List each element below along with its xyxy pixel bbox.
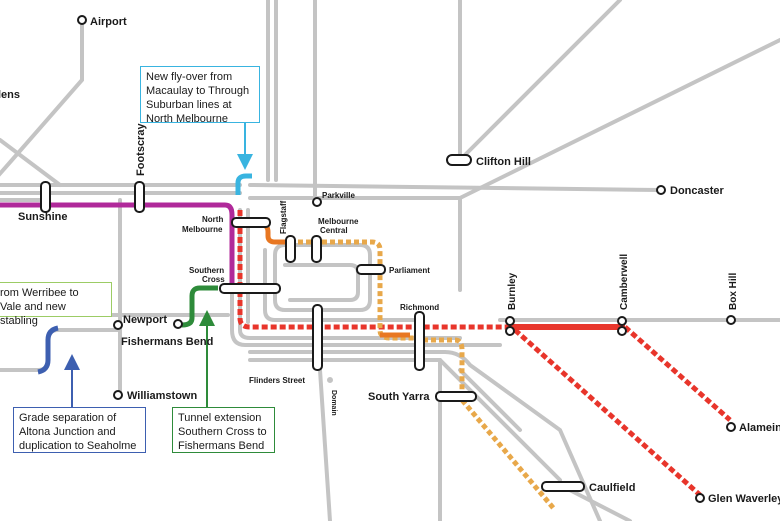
box-hill-label: Box Hill bbox=[728, 273, 739, 310]
caulfield-label: Caulfield bbox=[589, 482, 635, 494]
flyover-note: New fly-over from Macaulay to Through Su… bbox=[140, 66, 260, 125]
newport-stop bbox=[113, 320, 123, 330]
williamstown-label: Williamstown bbox=[127, 390, 197, 402]
flagstaff-label: Flagstaff bbox=[279, 200, 288, 234]
werribee-note-line-2: Vale and new stabling bbox=[0, 301, 66, 327]
southern-cross-label-1: Southern bbox=[189, 266, 224, 275]
werribee-note-line-1: rom Werribee to bbox=[0, 287, 79, 299]
altona-grade-separation bbox=[37, 325, 59, 375]
burnley-stop-a bbox=[505, 316, 515, 326]
flinders-street-station-bar bbox=[312, 304, 323, 371]
flyover-note-line-3: Suburban lines at bbox=[146, 99, 232, 111]
alamein-stop bbox=[726, 422, 736, 432]
glen-waverley-stop bbox=[695, 493, 705, 503]
parliament-station-bar bbox=[356, 264, 386, 275]
parkville-stop bbox=[312, 197, 322, 207]
footscray-station-bar bbox=[134, 181, 145, 213]
melbourne-central-label-2: Central bbox=[320, 226, 348, 235]
tunnel-extension-line bbox=[181, 285, 218, 328]
north-melbourne-station-bar bbox=[231, 217, 271, 228]
flyover-note-line-4: North Melbourne bbox=[146, 113, 228, 125]
parliament-label: Parliament bbox=[389, 266, 430, 275]
melbourne-central-station-bar bbox=[311, 235, 322, 263]
werribee-note: rom Werribee to Vale and new stabling bbox=[0, 282, 112, 327]
doncaster-stop bbox=[656, 185, 666, 195]
fishermans-bend-label: Fishermans Bend bbox=[121, 336, 213, 348]
glen-waverley-label: Glen Waverley bbox=[708, 493, 780, 505]
burnley-stop-b bbox=[505, 326, 515, 336]
airport-label: Airport bbox=[90, 16, 127, 28]
sunshine-line bbox=[0, 202, 235, 290]
caulfield-station-bar bbox=[541, 481, 585, 492]
grade-separation-link bbox=[0, 328, 120, 372]
domain-stop bbox=[327, 377, 333, 383]
domain-label: Domain bbox=[330, 390, 337, 416]
station-bars bbox=[40, 154, 585, 492]
tunnel-note-line-2: Southern Cross to bbox=[178, 426, 267, 438]
flinders-street-label: Flinders Street bbox=[249, 376, 305, 385]
altona-note-line-1: Grade separation of bbox=[19, 412, 117, 424]
altona-note: Grade separation of Altona Junction and … bbox=[13, 407, 146, 453]
camberwell-stop-b bbox=[617, 326, 627, 336]
tunnel-note: Tunnel extension Southern Cross to Fishe… bbox=[172, 407, 275, 453]
southern-cross-station-bar bbox=[219, 283, 281, 294]
north-melbourne-label-1: North bbox=[202, 215, 223, 224]
red-dashed-line bbox=[237, 210, 732, 497]
sunshine-label: Sunshine bbox=[18, 211, 68, 223]
alamein-label: Alamein bbox=[739, 422, 780, 434]
altona-note-line-3: duplication to Seaholme bbox=[19, 440, 137, 452]
tunnel-note-line-3: Fishermans Bend bbox=[178, 440, 265, 452]
burnley-label: Burnley bbox=[507, 272, 518, 310]
south-yarra-station-bar bbox=[435, 391, 477, 402]
richmond-label: Richmond bbox=[400, 303, 439, 312]
altona-note-line-2: Altona Junction and bbox=[19, 426, 116, 438]
dens-label: lens bbox=[0, 89, 20, 101]
williamstown-stop bbox=[113, 390, 123, 400]
melbourne-central-label-1: Melbourne bbox=[318, 217, 359, 226]
footscray-label: Footscray bbox=[135, 123, 147, 176]
airport-stop bbox=[77, 15, 87, 25]
newport-label: Newport bbox=[123, 314, 167, 326]
flyover-link bbox=[235, 173, 252, 195]
flyover-note-line-1: New fly-over from bbox=[146, 71, 233, 83]
richmond-station-bar bbox=[414, 311, 425, 371]
clifton-hill-label: Clifton Hill bbox=[476, 156, 531, 168]
station-stops bbox=[77, 15, 736, 503]
flagstaff-station-bar bbox=[285, 235, 296, 263]
southern-cross-label-2: Cross bbox=[202, 275, 225, 284]
south-yarra-label: South Yarra bbox=[368, 391, 430, 403]
north-melbourne-label-2: Melbourne bbox=[182, 225, 223, 234]
flyover-note-line-2: Macaulay to Through bbox=[146, 85, 250, 97]
camberwell-stop-a bbox=[617, 316, 627, 326]
box-hill-stop bbox=[726, 315, 736, 325]
camberwell-label: Camberwell bbox=[619, 254, 630, 310]
doncaster-label: Doncaster bbox=[670, 185, 725, 197]
sunshine-station-bar bbox=[40, 181, 51, 213]
parkville-label: Parkville bbox=[322, 191, 355, 200]
clifton-hill-station-bar bbox=[446, 154, 472, 166]
tunnel-note-line-1: Tunnel extension bbox=[178, 412, 262, 424]
fishermans-bend-stop bbox=[173, 319, 183, 329]
